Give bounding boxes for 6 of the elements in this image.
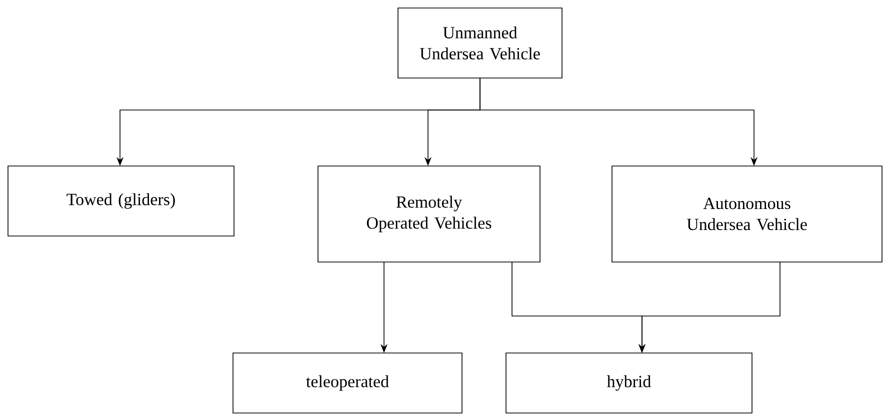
category-box: hybrid xyxy=(506,352,752,414)
category-box: Autonomous Undersea Vehicle xyxy=(612,166,882,262)
category-box: Unmanned Undersea Vehicle xyxy=(398,8,562,78)
category-box: Remotely Operated Vehicles xyxy=(318,166,540,262)
category-box: Towed (gliders) xyxy=(8,166,234,236)
category-box: teleoperated xyxy=(232,352,462,414)
